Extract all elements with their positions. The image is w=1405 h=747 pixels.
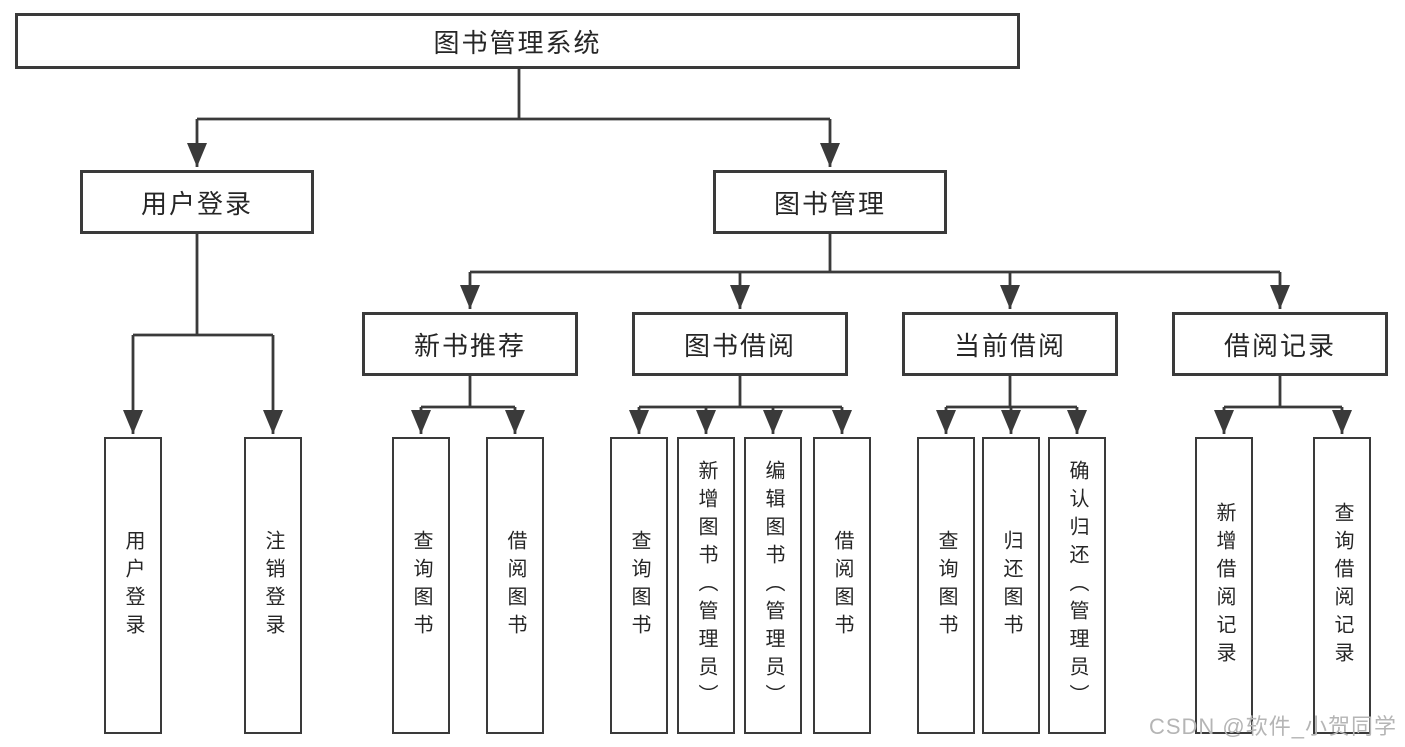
leaf-edit-book-admin: 编辑图书（管理员） [744, 437, 802, 734]
leaf-borrow-book-label: 借阅图书 [831, 529, 853, 642]
leaf-logout: 注销登录 [244, 437, 302, 734]
node-user-login: 用户登录 [80, 170, 314, 234]
leaf-return-book: 归还图书 [982, 437, 1040, 734]
node-book-management: 图书管理 [713, 170, 947, 234]
node-new-book-recommend-label: 新书推荐 [413, 330, 526, 361]
leaf-borrow-book: 借阅图书 [813, 437, 871, 734]
leaf-borrow-book-newrec: 借阅图书 [486, 437, 544, 734]
node-borrow-records: 借阅记录 [1172, 312, 1388, 376]
leaf-query-book-borrow-label: 查询图书 [628, 529, 650, 642]
leaf-query-book-current-label: 查询图书 [935, 529, 957, 642]
leaf-return-book-label: 归还图书 [1000, 529, 1022, 642]
node-new-book-recommend: 新书推荐 [362, 312, 578, 376]
leaf-query-borrow-record: 查询借阅记录 [1313, 437, 1371, 734]
node-root: 图书管理系统 [15, 13, 1020, 69]
leaf-add-book-admin: 新增图书（管理员） [677, 437, 735, 734]
node-user-login-label: 用户登录 [140, 188, 253, 219]
leaf-add-borrow-record: 新增借阅记录 [1195, 437, 1253, 734]
leaf-query-book-newrec-label: 查询图书 [410, 529, 432, 642]
leaf-borrow-book-newrec-label: 借阅图书 [504, 529, 526, 642]
leaf-user-login: 用户登录 [104, 437, 162, 734]
csdn-watermark: CSDN @软件_小贺同学 [1148, 714, 1397, 739]
node-current-borrow: 当前借阅 [902, 312, 1118, 376]
leaf-confirm-return-admin: 确认归还（管理员） [1048, 437, 1106, 734]
node-root-label: 图书管理系统 [433, 27, 602, 58]
leaf-query-book-newrec: 查询图书 [392, 437, 450, 734]
leaf-query-book-borrow: 查询图书 [610, 437, 668, 734]
node-current-borrow-label: 当前借阅 [953, 330, 1066, 361]
node-book-borrow: 图书借阅 [632, 312, 848, 376]
leaf-add-borrow-record-label: 新增借阅记录 [1213, 501, 1235, 670]
node-book-borrow-label: 图书借阅 [683, 330, 796, 361]
leaf-logout-label: 注销登录 [262, 529, 284, 642]
leaf-confirm-return-admin-label: 确认归还（管理员） [1066, 459, 1088, 712]
leaf-query-book-current: 查询图书 [917, 437, 975, 734]
leaf-edit-book-admin-label: 编辑图书（管理员） [762, 459, 784, 712]
node-borrow-records-label: 借阅记录 [1223, 330, 1336, 361]
leaf-user-login-label: 用户登录 [122, 529, 144, 642]
leaf-add-book-admin-label: 新增图书（管理员） [695, 459, 717, 712]
node-book-management-label: 图书管理 [773, 188, 886, 219]
leaf-query-borrow-record-label: 查询借阅记录 [1331, 501, 1353, 670]
